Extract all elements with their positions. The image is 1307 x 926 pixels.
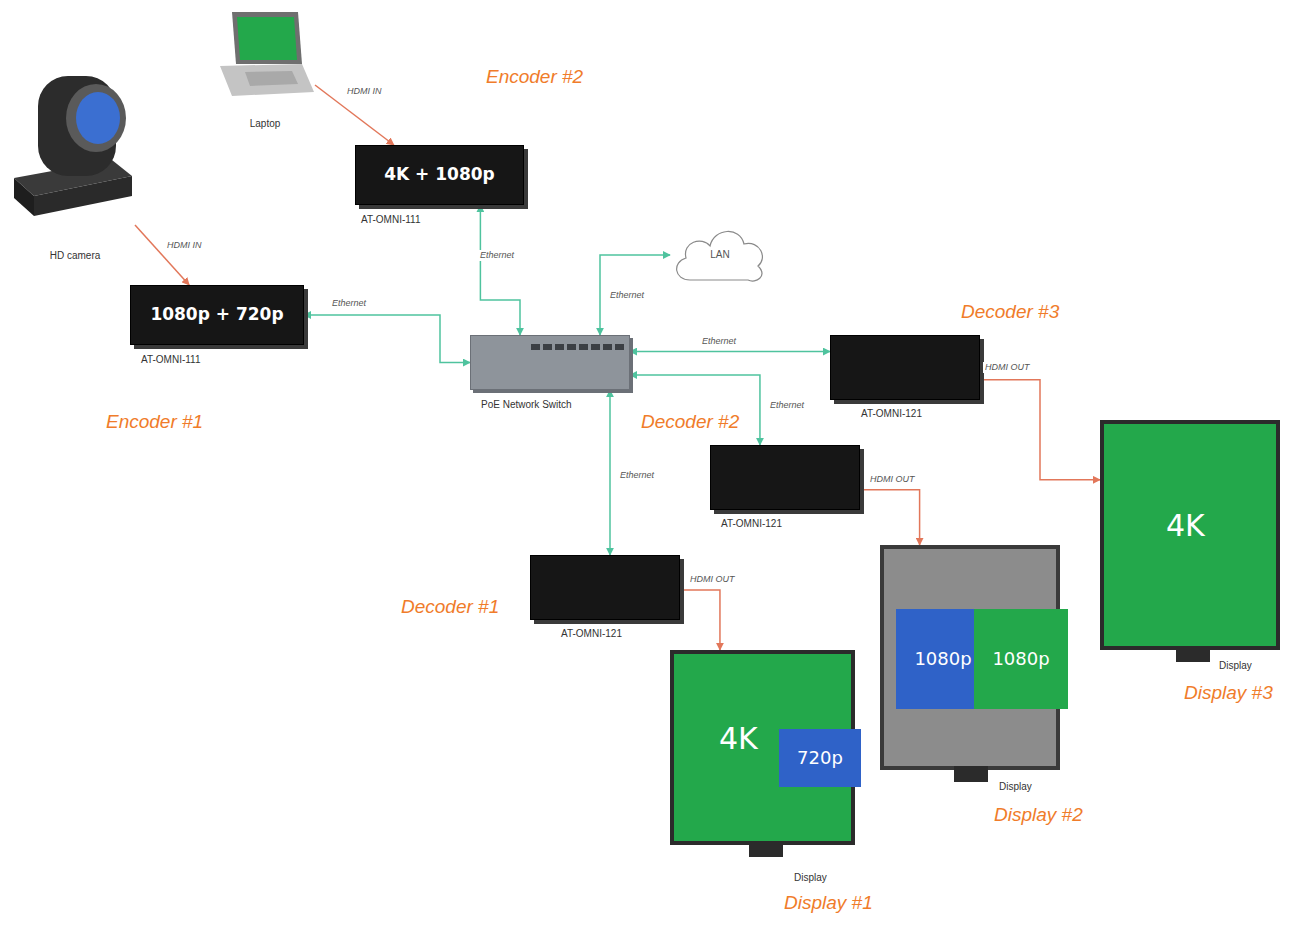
ethernet-link — [480, 205, 520, 335]
camera-base-side — [14, 178, 34, 216]
node-label: 4K — [1166, 509, 1205, 544]
connector-label: Ethernet — [700, 336, 738, 347]
node-label: Display — [794, 872, 827, 884]
connector-label: HDMI OUT — [868, 474, 917, 485]
model-number: AT-OMNI-111 — [141, 354, 200, 366]
connector-label: HDMI IN — [345, 86, 384, 97]
switch-port — [543, 344, 552, 350]
device-heading: Encoder #2 — [486, 66, 583, 88]
video-window: 1080p — [974, 609, 1068, 709]
switch-port — [579, 344, 588, 350]
connector-label: HDMI IN — [165, 240, 204, 251]
laptop-screen — [237, 17, 297, 60]
connector-label: Ethernet — [478, 250, 516, 261]
decoder-box: AT-OMNI-121Decoder #2 — [710, 445, 860, 510]
decoder-box: AT-OMNI-121Decoder #3 — [830, 335, 980, 400]
laptop-illustration — [220, 12, 314, 96]
model-number: AT-OMNI-121 — [561, 628, 622, 640]
laptop-node: Laptop — [215, 10, 315, 135]
hdmi-link — [680, 590, 720, 650]
switch-port — [567, 344, 576, 350]
connector-label: Ethernet — [608, 290, 646, 301]
display-screen: 4KDisplayDisplay #3 — [1100, 420, 1280, 650]
connector-label: HDMI OUT — [983, 362, 1032, 373]
camera-node: HD camera — [15, 70, 135, 270]
ethernet-link — [600, 255, 670, 335]
connector-label: HDMI OUT — [688, 574, 737, 585]
ethernet-link — [630, 375, 760, 445]
device-heading: Display #2 — [994, 804, 1083, 826]
model-number: AT-OMNI-121 — [721, 518, 782, 530]
display-screen: 4KDisplayDisplay #1720p — [670, 650, 855, 845]
device-heading: Display #1 — [784, 892, 873, 914]
switch-port — [591, 344, 600, 350]
camera-base-front — [34, 176, 132, 216]
connector-label: Ethernet — [768, 400, 806, 411]
switch-port — [603, 344, 612, 350]
node-label: HD camera — [15, 250, 135, 262]
node-label: 720p — [779, 748, 861, 769]
device-heading: Decoder #1 — [401, 596, 499, 618]
laptop-keyboard — [245, 71, 298, 86]
display-screen: DisplayDisplay #21080p1080p — [880, 545, 1060, 770]
laptop-base — [220, 64, 314, 96]
camera-lens — [76, 92, 120, 144]
device-heading: Display #3 — [1184, 682, 1273, 704]
model-number: AT-OMNI-111 — [361, 214, 420, 226]
node-label: Display — [999, 781, 1032, 793]
node-label: 1080p + 720p — [131, 305, 303, 325]
device-heading: Decoder #3 — [961, 301, 1059, 323]
node-label: LAN — [670, 249, 770, 261]
ethernet-link — [304, 315, 470, 363]
node-label: 1080p — [974, 649, 1068, 670]
encoder-box: 1080p + 720pAT-OMNI-111Encoder #1 — [130, 285, 304, 345]
camera-lens-ring — [66, 84, 126, 152]
display-stand — [1176, 646, 1210, 662]
display-stand — [954, 766, 988, 782]
device-heading: Decoder #2 — [641, 411, 739, 433]
connector-label: Ethernet — [330, 298, 368, 309]
ethernet-link — [609, 390, 611, 555]
hdmi-link — [135, 225, 189, 285]
camera-illustration — [14, 76, 132, 216]
node-label: Display — [1219, 660, 1252, 672]
device-heading: Encoder #1 — [106, 411, 203, 433]
node-label: 4K — [719, 722, 758, 757]
ethernet-link — [630, 351, 830, 353]
switch-port — [555, 344, 564, 350]
video-window: 720p — [779, 729, 861, 787]
lan-cloud: LAN — [670, 220, 770, 290]
switch-port — [615, 344, 624, 350]
display-stand — [749, 841, 783, 857]
node-label: PoE Network Switch — [481, 399, 572, 411]
node-label: Laptop — [215, 118, 315, 130]
model-number: AT-OMNI-121 — [861, 408, 922, 420]
switch-port — [531, 344, 540, 350]
node-label: 4K + 1080p — [356, 165, 523, 185]
hdmi-link — [860, 490, 920, 545]
hdmi-link — [315, 85, 394, 145]
network-switch: PoE Network Switch — [470, 335, 630, 390]
connector-label: Ethernet — [618, 470, 656, 481]
decoder-box: AT-OMNI-121Decoder #1 — [530, 555, 680, 620]
encoder-box: 4K + 1080pAT-OMNI-111Encoder #2 — [355, 145, 524, 205]
hdmi-link — [980, 380, 1100, 480]
laptop-screen-frame — [232, 12, 302, 64]
